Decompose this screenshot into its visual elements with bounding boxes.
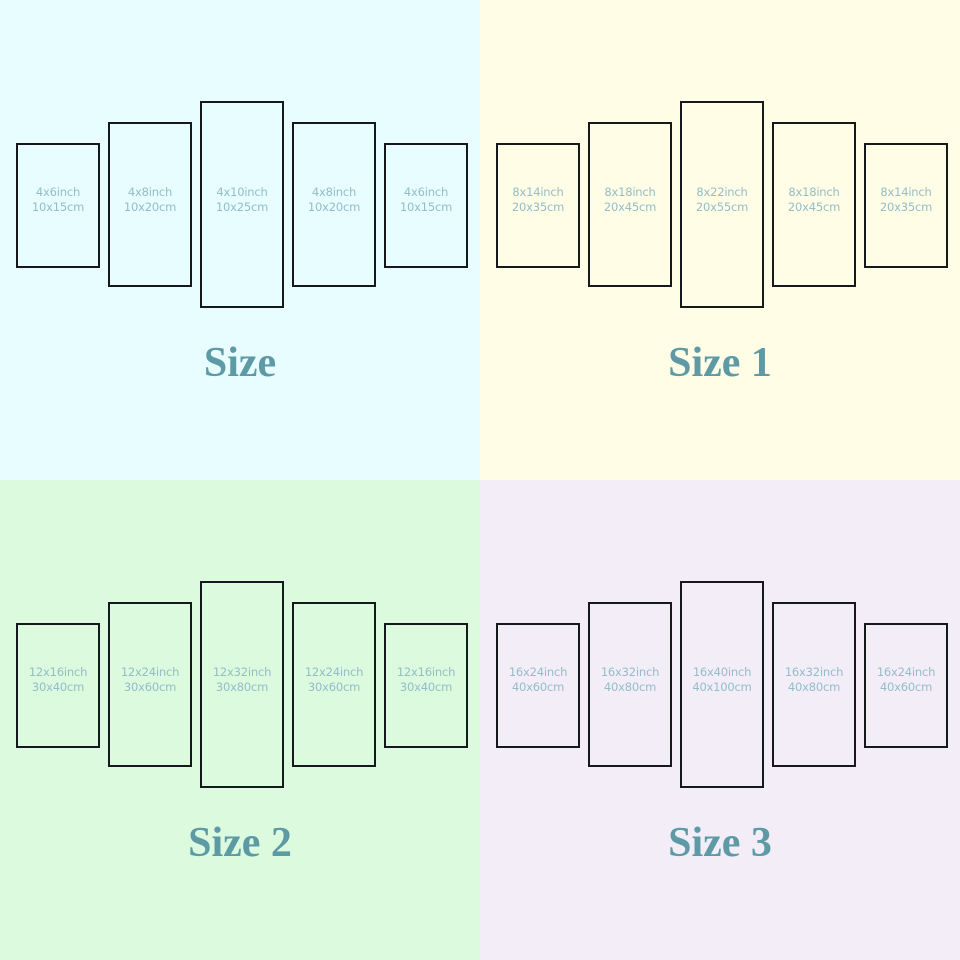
panel-size-centimeters: 30x40cm [399, 679, 453, 694]
panel-size-centimeters: 20x45cm [787, 199, 841, 214]
panel-size-centimeters: 30x60cm [123, 679, 177, 694]
quadrant-title-size-2: Size 2 [188, 820, 292, 866]
panel-size-inches: 4x10inch [216, 185, 268, 199]
panel-size-inches: 12x16inch [396, 665, 456, 679]
panel-size-centimeters: 20x35cm [879, 199, 933, 214]
panel-size-centimeters: 20x45cm [603, 199, 657, 214]
panel-size-centimeters: 40x80cm [787, 679, 841, 694]
panel-size-centimeters: 10x15cm [399, 199, 453, 214]
panel-size-inches: 4x8inch [311, 185, 357, 199]
panel-size-inches: 12x32inch [212, 665, 272, 679]
quadrant-title-size-3: Size 3 [668, 820, 772, 866]
panel-size-centimeters: 10x15cm [31, 199, 85, 214]
panel-size-inches: 12x24inch [304, 665, 364, 679]
panel-size-inches: 8x22inch [696, 185, 748, 199]
panel-size-centimeters: 10x20cm [123, 199, 177, 214]
panel-size-centimeters: 30x80cm [215, 679, 269, 694]
panel-size-centimeters: 40x60cm [511, 679, 565, 694]
panel-size-inches: 16x40inch [692, 665, 752, 679]
quadrant-title-size-1: Size 1 [668, 340, 772, 386]
panel-size-centimeters: 30x40cm [31, 679, 85, 694]
panel-size-inches: 16x32inch [600, 665, 660, 679]
panel-size-inches: 12x16inch [28, 665, 88, 679]
panel-size-centimeters: 30x60cm [307, 679, 361, 694]
quadrant-title-size: Size [203, 340, 277, 386]
panel-size-inches: 16x32inch [784, 665, 844, 679]
panel-size-centimeters: 10x20cm [307, 199, 361, 214]
panel-size-inches: 8x14inch [880, 185, 932, 199]
panel-size-centimeters: 20x55cm [695, 199, 749, 214]
panel-size-inches: 4x6inch [35, 185, 81, 199]
panel-size-centimeters: 40x80cm [603, 679, 657, 694]
panel-size-centimeters: 10x25cm [215, 199, 269, 214]
panel-size-centimeters: 40x60cm [879, 679, 933, 694]
panel-size-inches: 4x8inch [127, 185, 173, 199]
panel-size-inches: 8x18inch [604, 185, 656, 199]
panel-size-inches: 16x24inch [876, 665, 936, 679]
panel-size-inches: 8x14inch [512, 185, 564, 199]
panel-size-centimeters: 40x100cm [692, 679, 752, 694]
panel-size-inches: 12x24inch [120, 665, 180, 679]
panel-size-inches: 8x18inch [788, 185, 840, 199]
panel-size-inches: 4x6inch [403, 185, 449, 199]
panel-size-centimeters: 20x35cm [511, 199, 565, 214]
panel-size-inches: 16x24inch [508, 665, 568, 679]
